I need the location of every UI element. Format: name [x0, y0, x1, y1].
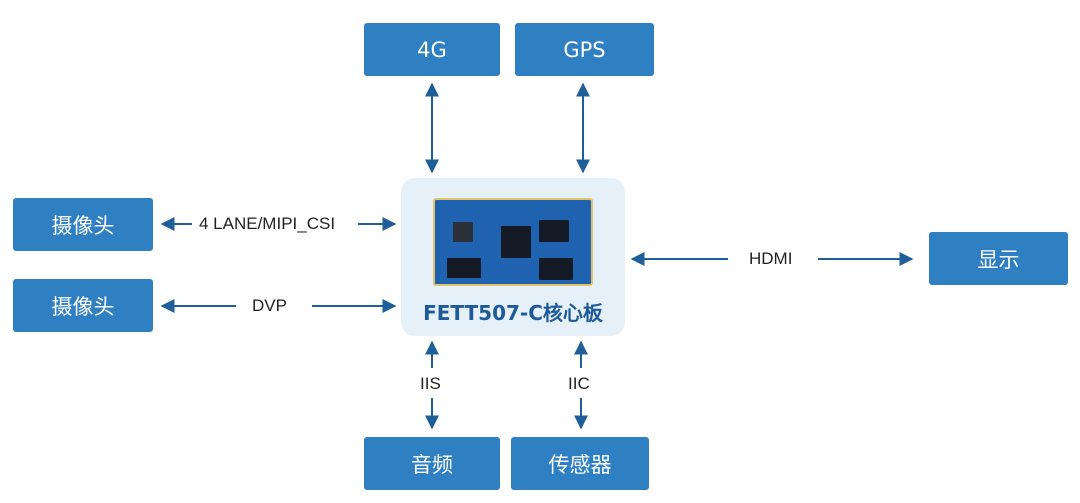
label-iic: IIC	[568, 374, 590, 393]
core-board-image	[433, 198, 593, 286]
core-board-title: FETT507-C核心板	[423, 301, 603, 325]
memory-chip	[447, 258, 481, 278]
node-gps: GPS	[515, 23, 654, 76]
label-dvp: DVP	[252, 296, 287, 315]
label-mipi: 4 LANE/MIPI_CSI	[199, 214, 336, 233]
label-iis: IIS	[420, 374, 441, 393]
node-sensor: 传感器	[511, 437, 649, 490]
storage-chip	[539, 258, 573, 280]
small-chip	[453, 222, 473, 242]
label-hdmi: HDMI	[749, 249, 793, 268]
node-camera-mipi: 摄像头	[13, 198, 153, 251]
node-audio: 音频	[364, 437, 500, 490]
pmic-chip	[539, 220, 569, 242]
node-camera-dvp: 摄像头	[13, 279, 153, 332]
node-display: 显示	[929, 232, 1068, 285]
soc-chip	[501, 226, 531, 258]
node-4g: 4G	[364, 23, 500, 76]
